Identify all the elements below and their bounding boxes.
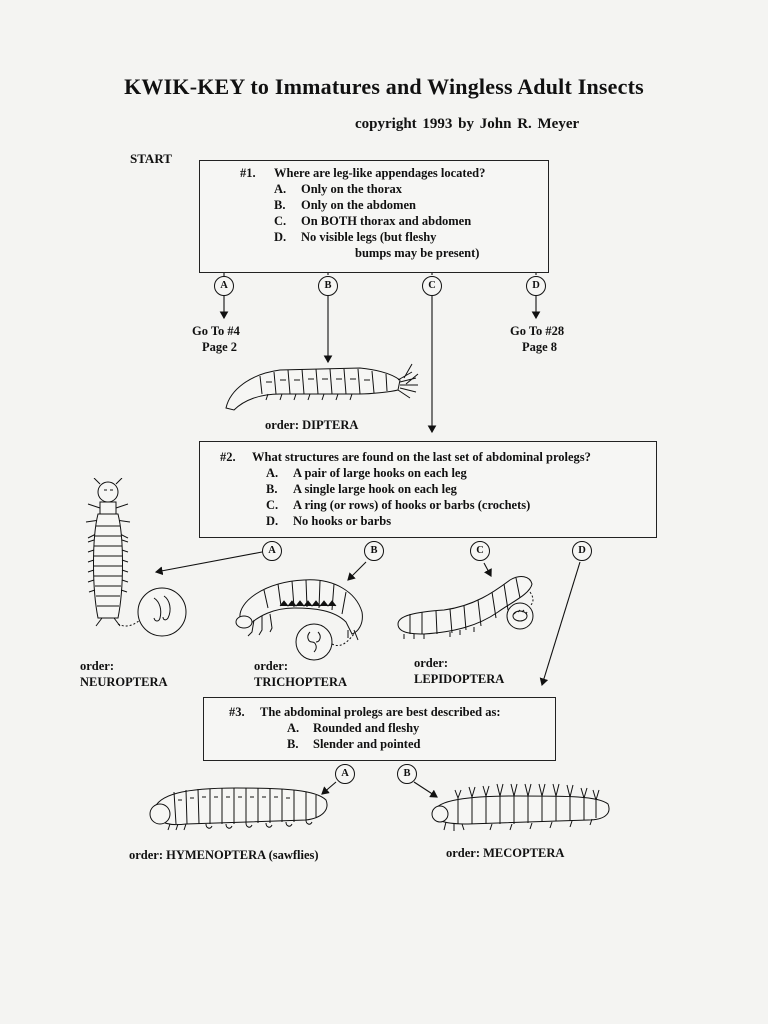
q2-option-a: A pair of large hooks on each leg	[293, 466, 467, 480]
question-1-text: Where are leg-like appendages located?	[274, 166, 486, 180]
lepidoptera-larva-illustration	[397, 576, 534, 639]
q1-option-c: On BOTH thorax and abdomen	[301, 214, 472, 228]
q3-option-b: Slender and pointed	[313, 737, 421, 751]
mecoptera-larva-illustration	[431, 783, 610, 831]
goto-4-page: Page 2	[202, 340, 238, 354]
q2-circle-b: B	[364, 541, 384, 561]
question-2-text: What structures are found on the last se…	[252, 450, 591, 464]
q1-option-d: No visible legs (but fleshy	[301, 230, 437, 244]
q2-circle-c: C	[470, 541, 490, 561]
q3-option-a: Rounded and fleshy	[313, 721, 420, 735]
question-1-number: #1.	[240, 166, 256, 180]
trichoptera-name: TRICHOPTERA	[254, 675, 348, 689]
q2-option-b: A single large hook on each leg	[293, 482, 457, 496]
q1-option-a: Only on the thorax	[301, 182, 403, 196]
goto-28-page: Page 8	[522, 340, 558, 354]
q3-option-letter: A.	[287, 721, 300, 735]
q1-circle-a: A	[214, 276, 234, 296]
q2-circle-a: A	[262, 541, 282, 561]
q3-circle-a: A	[335, 764, 355, 784]
q1-option-letter: B.	[274, 198, 286, 212]
copyright-line: copyright 1993 by John R. Meyer	[355, 116, 580, 132]
question-3-number: #3.	[229, 705, 245, 719]
q1-option-b: Only on the abdomen	[301, 198, 416, 212]
q2-option-d: No hooks or barbs	[293, 514, 392, 528]
trichoptera-larva-illustration	[235, 579, 363, 661]
q2-option-c: A ring (or rows) of hooks or barbs (croc…	[293, 498, 531, 512]
mecoptera-label: order: MECOPTERA	[446, 846, 565, 860]
q1-option-letter: D.	[274, 230, 287, 244]
question-2-box: #2. What structures are found on the las…	[199, 441, 657, 538]
q2-option-letter: D.	[266, 514, 279, 528]
question-1-box: #1. Where are leg-like appendages locate…	[199, 160, 549, 273]
start-label: START	[130, 151, 172, 166]
goto-4-label: Go To #4	[192, 324, 240, 338]
q2-circle-d: D	[572, 541, 592, 561]
hymenoptera-label: order: HYMENOPTERA (sawflies)	[129, 848, 319, 862]
q3-option-letter: B.	[287, 737, 299, 751]
q1-option-letter: A.	[274, 182, 287, 196]
page-title: KWIK-KEY to Immatures and Wingless Adult…	[124, 74, 644, 99]
goto-28-label: Go To #28	[510, 324, 565, 338]
q1-circle-c: C	[422, 276, 442, 296]
question-3-box: #3. The abdominal prolegs are best descr…	[203, 697, 556, 761]
q1-option-d-continued: bumps may be present)	[355, 246, 480, 260]
lepidoptera-name: LEPIDOPTERA	[414, 672, 505, 686]
q1-option-letter: C.	[274, 214, 287, 228]
question-2-number: #2.	[220, 450, 236, 464]
sawfly-larva-illustration	[149, 787, 328, 831]
q2-option-letter: B.	[266, 482, 278, 496]
q1-circle-b: B	[318, 276, 338, 296]
diptera-larva-illustration	[225, 363, 419, 411]
q2-option-letter: C.	[266, 498, 279, 512]
neuroptera-larva-illustration	[85, 478, 187, 637]
q2-option-letter: A.	[266, 466, 279, 480]
lepidoptera-order-label: order:	[414, 656, 449, 670]
neuroptera-name: NEUROPTERA	[80, 675, 168, 689]
diptera-label: order: DIPTERA	[265, 418, 359, 432]
q3-circle-b: B	[397, 764, 417, 784]
neuroptera-order-label: order:	[80, 659, 115, 673]
q1-circle-d: D	[526, 276, 546, 296]
trichoptera-order-label: order:	[254, 659, 289, 673]
question-3-text: The abdominal prolegs are best described…	[260, 705, 501, 719]
